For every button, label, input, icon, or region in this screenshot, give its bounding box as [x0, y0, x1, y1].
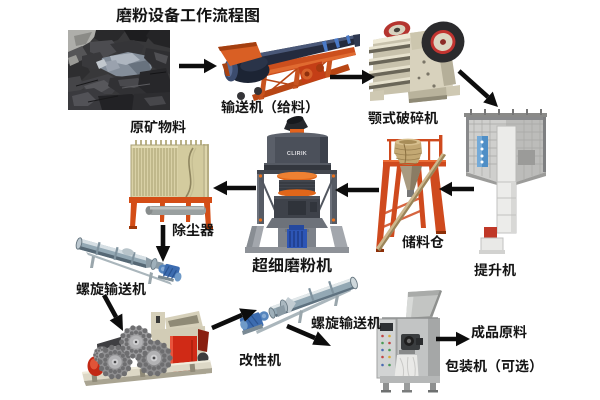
svg-text:CLIRIK: CLIRIK — [287, 151, 307, 157]
